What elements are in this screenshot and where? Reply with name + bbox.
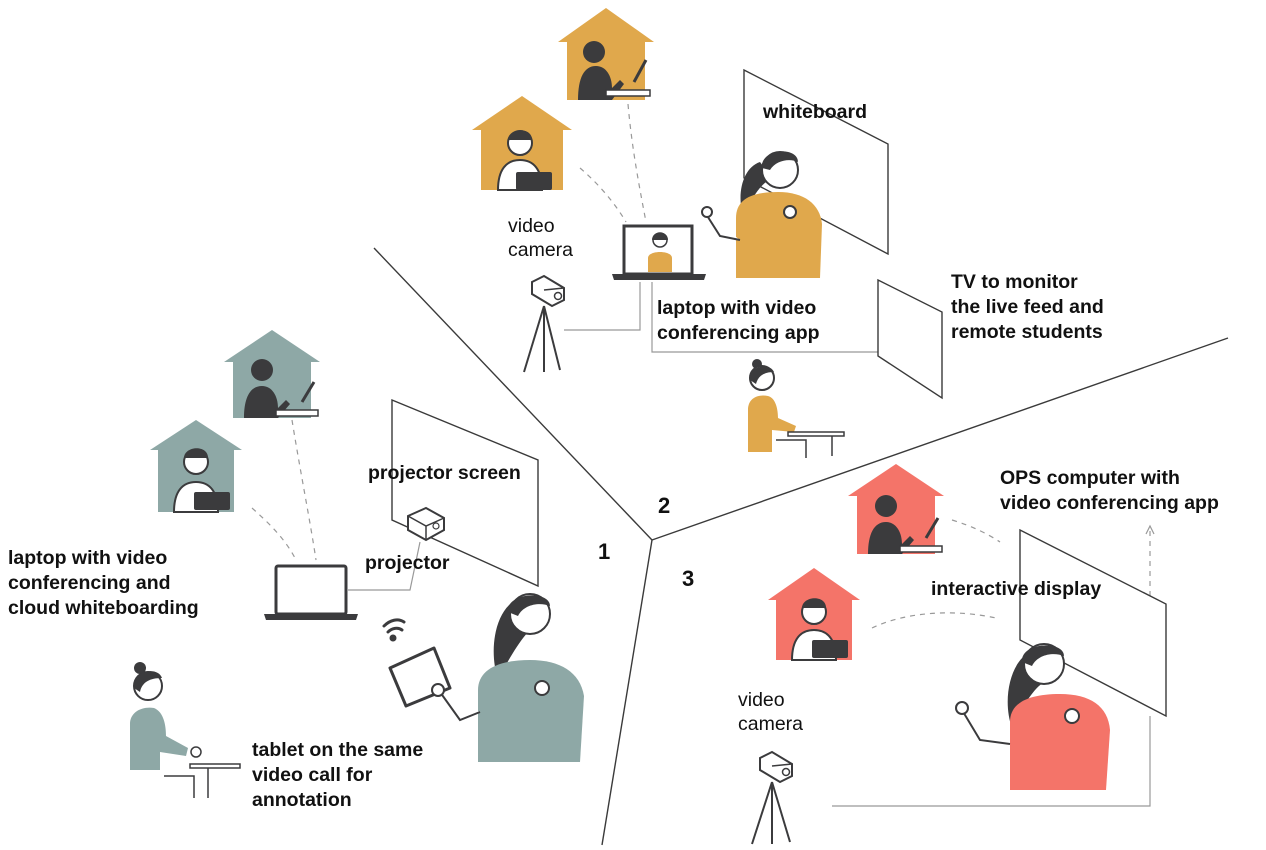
label-interactive-display: interactive display [931,578,1102,600]
divider-1-3 [601,539,653,846]
setup-1 [130,330,584,798]
connection-dashed [871,612,997,629]
label-tv-monitor: TV to monitor the live feed and remote s… [951,271,1104,343]
interactive-display [1019,528,1167,718]
projector-screen [391,398,539,588]
camera-icon [531,274,565,308]
camera-icon [759,750,793,784]
region-number-1: 1 [598,539,611,564]
person-icon [955,643,1110,790]
label-video-camera: video camera [738,689,804,735]
person-icon [748,359,845,458]
label-tablet-annotation: tablet on the same video call for annota… [252,739,424,811]
tripod-icon [751,781,791,845]
house-icon [472,96,572,191]
whiteboard-screen [743,68,889,256]
arrow-up-icon [1145,524,1155,535]
divider-lines [373,247,1229,846]
label-ops-computer: OPS computer with video conferencing app [1000,467,1219,514]
connection-dashed [627,103,647,223]
cable-line [832,716,1151,807]
label-laptop-cloud-whiteboarding: laptop with video conferencing and cloud… [8,547,199,619]
house-icon [848,464,944,554]
label-projector: projector [365,552,450,574]
connection-dashed [291,419,317,561]
tablet-icon [388,646,452,708]
label-whiteboard: whiteboard [763,101,868,123]
label-projector-screen: projector screen [368,462,521,484]
setup-2 [472,8,943,458]
wifi-icon [382,618,406,642]
region-number-2: 2 [658,493,671,518]
person-icon [130,662,241,798]
house-icon [150,420,242,513]
tripod-icon [523,305,561,373]
laptop-icon [264,564,358,620]
house-icon [224,330,320,418]
laptop-icon [612,224,706,280]
person-icon [431,593,584,762]
divider-2-3 [651,337,1229,541]
person-icon [701,151,822,278]
screen-icon [877,278,943,400]
setup-3 [751,464,1167,845]
connection-dashed [579,167,627,223]
cable-line [651,282,878,353]
cable-line [564,282,641,331]
divider-1-2 [373,247,653,541]
connection-dashed [951,519,1001,543]
region-number-3: 3 [682,566,695,591]
label-video-camera: video camera [508,215,574,261]
label-laptop-video-conferencing: laptop with video conferencing app [657,297,820,344]
projector-icon [407,506,445,542]
house-icon [558,8,654,100]
cable-line [348,541,421,591]
connection-dashed [251,507,297,561]
house-icon [768,568,860,661]
